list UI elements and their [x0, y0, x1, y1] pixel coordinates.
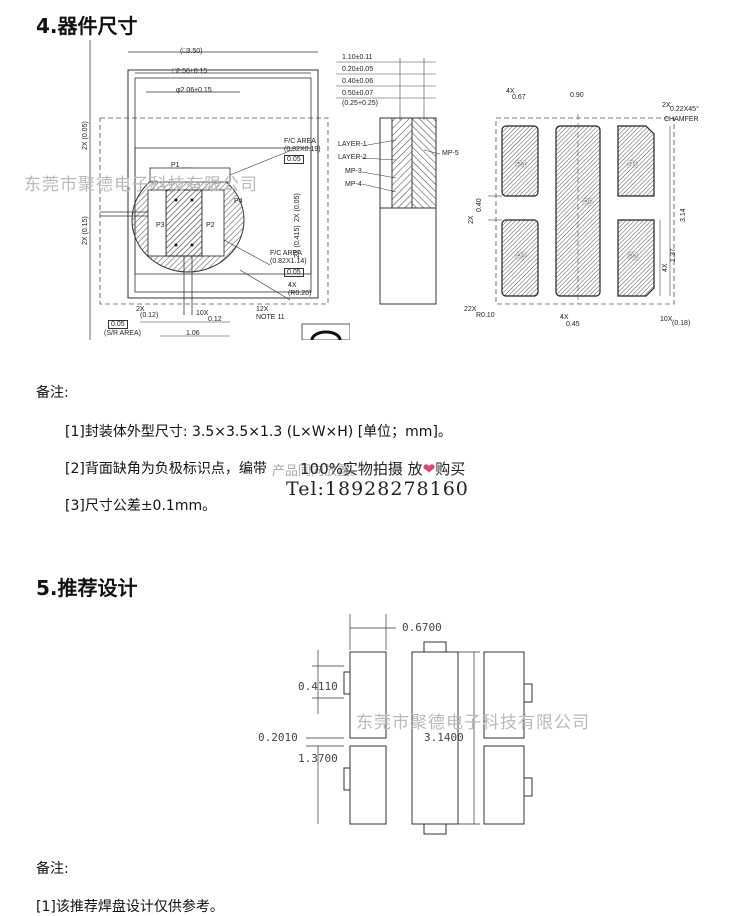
section-4-note-2: [2]背面缺角为负极标识点，编带 — [65, 461, 267, 477]
dim-bottom-2x: 2X — [136, 306, 145, 313]
fc-area-2-label: F/C AREA — [270, 250, 302, 257]
bv-right-314: 3.14 — [680, 208, 687, 222]
section-4-note-2-overlay: 产品同向放置。 — [272, 464, 364, 479]
flatness-2: 0.05 — [284, 268, 304, 277]
section-4-note-heading: 备注: — [36, 385, 69, 401]
dim-bottom-012: (0.12) — [140, 312, 159, 319]
watermark-company-2: 东莞市聚德电子科技有限公司 — [356, 713, 590, 733]
pad-p3 — [501, 219, 539, 297]
fc-area-1-value: (0.82X0.19) — [284, 146, 321, 153]
top-pad-label-p2: P2 — [206, 222, 215, 229]
side-dim-2: 0.20±0.05 — [342, 66, 374, 73]
fc-area-2-value: (0.82X1.14) — [270, 258, 307, 265]
radius-count: 4X — [288, 282, 297, 289]
pad-p2 — [617, 219, 655, 297]
dim-right-a: 2X (0.05) — [294, 193, 301, 222]
side-view-drawing — [336, 58, 441, 305]
pad-label-p4: P4 — [516, 160, 526, 169]
pad-label-p3: P3 — [516, 252, 526, 261]
layer-2-label: LAYER-2 — [338, 154, 367, 161]
bv-bot-018: (0.18) — [672, 320, 691, 327]
side-dim-5: (0.25+0.25) — [342, 100, 378, 107]
pad-left-top — [349, 651, 387, 739]
dim-bottom-012b: 0.12 — [208, 316, 222, 323]
dim-pad-gap: 0.2010 — [258, 731, 298, 744]
pad-label-p1: P1 — [628, 160, 638, 169]
mp-3-label: MP-3 — [345, 168, 362, 175]
mp-5-label: MP-5 — [442, 150, 459, 157]
section-5-note-heading: 备注: — [36, 861, 69, 877]
sr-area-label: (S/R AREA) — [104, 330, 141, 337]
pad-label-p5: P5 — [583, 198, 593, 207]
bv-right-137: 1.37 — [670, 248, 677, 262]
pad-right-bottom — [483, 745, 525, 825]
side-dim-1: 1.10±0.11 — [342, 54, 373, 61]
bv-bot-045: 0.45 — [566, 321, 580, 328]
recommended-pad-drawing — [306, 614, 533, 835]
pad-p4 — [501, 125, 539, 197]
fc-area-1-label: F/C AREA — [284, 138, 316, 145]
top-pad-label-p4: P4 — [234, 198, 243, 205]
watermark-tel: Tel:18928278160 — [286, 478, 469, 500]
mp-4-label: MP-4 — [345, 181, 362, 188]
dim-bottom-10x: 10X — [196, 310, 209, 317]
top-pad-label-p3: P3 — [156, 222, 165, 229]
note11-label: NOTE 11 — [256, 314, 285, 321]
bv-bot-10x: 10X — [660, 316, 673, 323]
bv-bot-22x: 22X — [464, 306, 477, 313]
heart-icon: ❤ — [422, 460, 436, 478]
radius-value: (R0.20) — [288, 290, 312, 297]
dim-right-b: 2X (0.415) — [294, 225, 301, 258]
dim-left-b: 2X (0.15) — [82, 216, 89, 245]
note11-count: 12X — [256, 306, 269, 313]
bv-chamfer-word: CHAMFER — [664, 116, 699, 123]
bv-right-4x: 4X — [662, 263, 669, 272]
dim-bottom-106: 1.06 — [186, 330, 200, 337]
bv-bot-r010: R0.10 — [476, 312, 495, 319]
section-4-note-1: [1]封装体外型尺寸: 3.5×3.5×1.3 (L×W×H) [单位；mm]。 — [65, 424, 452, 440]
watermark-company-1: 东莞市聚德电子科技有限公司 — [24, 175, 258, 195]
section-4-note-3: [3]尺寸公差±0.1mm。 — [65, 498, 217, 514]
dim-left-a: 2X (0.05) — [82, 121, 89, 150]
watermark-banner: 100%实物拍摄 放❤购买 — [300, 458, 465, 479]
watermark-banner-tail: 购买 — [435, 460, 466, 478]
dim-mid-width: □2.56±0.15 — [172, 68, 208, 75]
dim-outer-width: (□3.50) — [180, 48, 203, 55]
pad-label-p2: P2 — [628, 252, 638, 261]
sr-flatness: 0.05 — [108, 320, 128, 329]
bv-left-040: 0.40 — [476, 198, 483, 212]
layer-1-label: LAYER-1 — [338, 141, 367, 148]
dim-pad-tall: 3.1400 — [424, 731, 464, 744]
pad-p1 — [617, 125, 655, 197]
bv-top-067: 0.67 — [512, 94, 526, 101]
pad-center — [411, 651, 459, 825]
side-dim-4: 0.50±0.07 — [342, 90, 374, 97]
pad-right-top — [483, 651, 525, 739]
dim-diameter: φ2.06±0.15 — [176, 87, 212, 94]
section-5-title: 5.推荐设计 — [36, 576, 138, 600]
bottom-view-drawing — [488, 114, 675, 305]
top-pad-label-p1: P1 — [171, 162, 180, 169]
flatness-1: 0.05 — [284, 155, 304, 164]
side-dim-3: 0.40±0.06 — [342, 78, 374, 85]
bv-top-090: 0.90 — [570, 92, 584, 99]
bv-top-4x: 4X — [506, 88, 515, 95]
watermark-banner-text: 100%实物拍摄 放 — [300, 460, 423, 478]
bv-chamfer-2x: 2X — [662, 102, 671, 109]
section-4-title: 4.器件尺寸 — [36, 14, 138, 38]
bv-chamfer-val: 0.22X45° — [670, 106, 699, 113]
top-view-drawing — [89, 40, 350, 340]
dim-pad-width: 0.6700 — [402, 621, 442, 634]
dim-pad-h2: 1.3700 — [298, 752, 338, 765]
dim-pad-h1: 0.4110 — [298, 680, 338, 693]
section-5-note-1: [1]该推荐焊盘设计仅供参考。 — [36, 899, 224, 915]
pad-left-bottom — [349, 745, 387, 825]
bv-left-2x: 2X — [468, 215, 475, 224]
bv-bot-4x: 4X — [560, 314, 569, 321]
